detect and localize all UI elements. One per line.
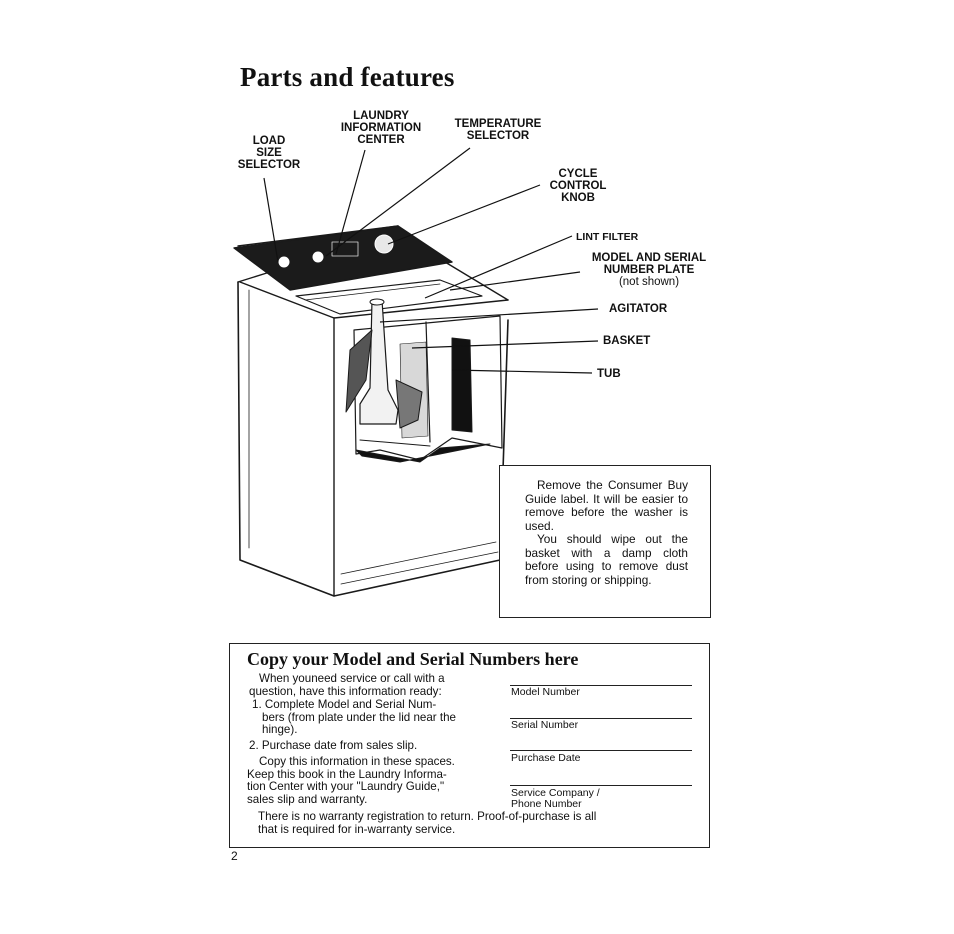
copy-step-1: 1. Complete Model and Serial Num- bers (…: [252, 698, 456, 736]
serial-number-label: Serial Number: [511, 719, 579, 731]
service-company-label: Service Company / Phone Number: [511, 787, 600, 810]
page-title: Parts and features: [240, 62, 455, 92]
copy-numbers-box: [229, 643, 710, 848]
purchase-date-line[interactable]: [510, 750, 692, 751]
copy-intro-text: When youneed service or call with a ques…: [249, 672, 445, 698]
temperature-selector-label: TEMPERATURE SELECTOR: [454, 118, 542, 142]
agitator-label: AGITATOR: [609, 303, 668, 315]
tub-label: TUB: [597, 368, 621, 380]
serial-number-line[interactable]: [510, 718, 692, 719]
consumer-guide-notice: Remove the Consumer Buy Guide label. It …: [499, 465, 711, 618]
warranty-footer-text: There is no warranty registration to ret…: [258, 810, 597, 836]
notice-remove-label-text: Remove the Consumer Buy Guide label. It …: [525, 478, 688, 533]
purchase-date-label: Purchase Date: [511, 752, 581, 764]
copy-step-2: 2. Purchase date from sales slip.: [249, 739, 418, 752]
notice-wipe-basket-text: You should wipe out the basket with a da…: [525, 532, 688, 587]
load-size-selector-label: LOAD SIZE SELECTOR: [237, 135, 301, 171]
model-number-label: Model Number: [511, 686, 580, 698]
model-serial-plate-label: MODEL AND SERIAL NUMBER PLATE (not shown…: [591, 252, 707, 288]
model-number-line[interactable]: [510, 685, 692, 686]
basket-label: BASKET: [603, 335, 651, 347]
copy-note-text: Copy this information in these spaces. K…: [247, 755, 455, 806]
page-number: 2: [231, 849, 238, 863]
laundry-information-center-label: LAUNDRY INFORMATION CENTER: [340, 110, 422, 146]
lint-filter-label: LINT FILTER: [576, 231, 639, 243]
service-company-line[interactable]: [510, 785, 692, 786]
copy-numbers-title: Copy your Model and Serial Numbers here: [247, 649, 579, 669]
cycle-control-knob-label: CYCLE CONTROL KNOB: [549, 168, 607, 204]
